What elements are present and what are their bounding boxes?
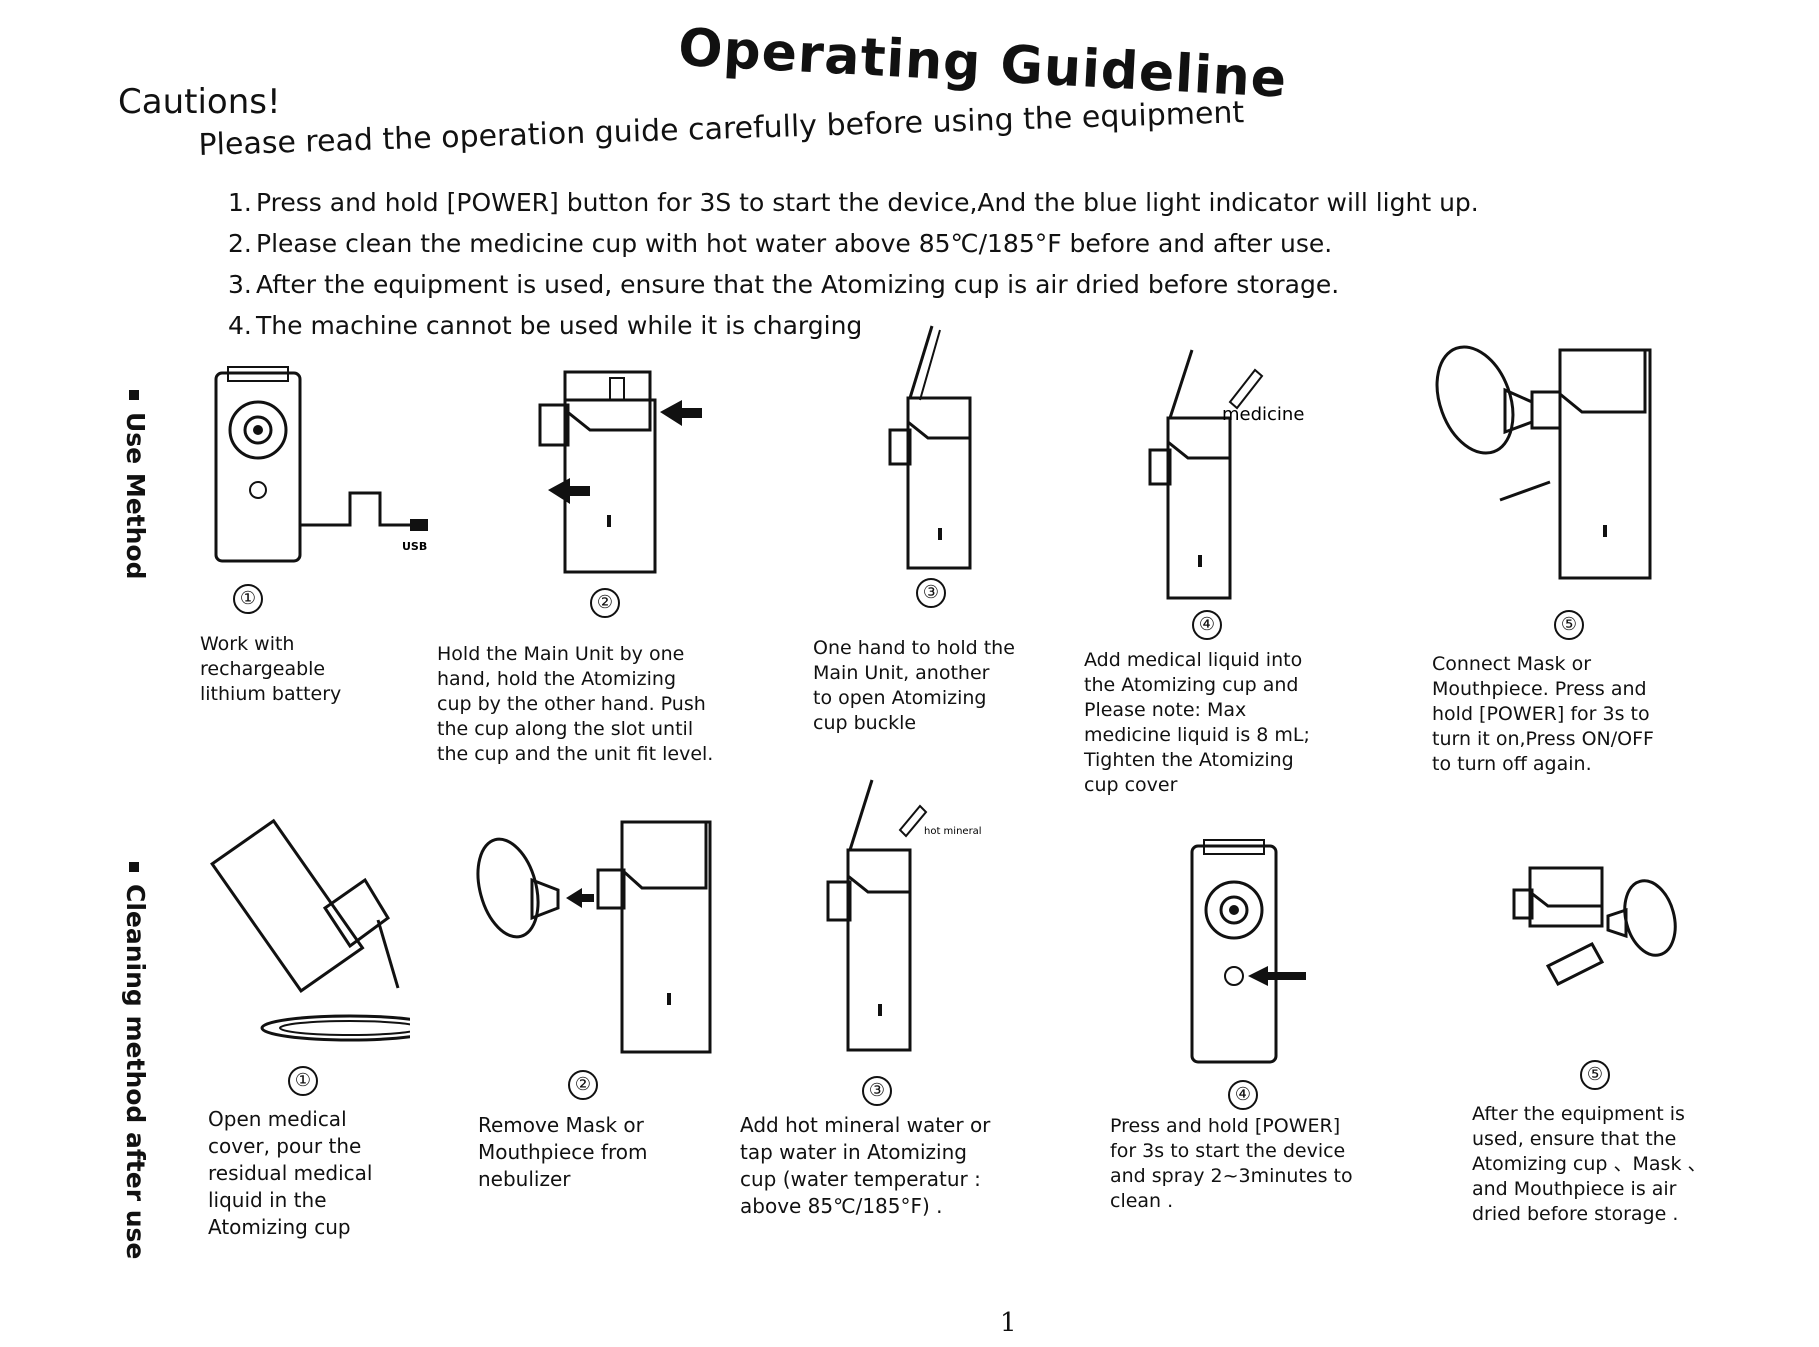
add-hot-water-illustration: hot mineral	[826, 779, 982, 1052]
assemble-cup-illustration	[538, 370, 702, 574]
svg-text:USB: USB	[402, 540, 427, 553]
clean-step-caption: Add hot mineral water or tap water in At…	[740, 1113, 991, 1218]
clean-step-number: ④	[1228, 1080, 1258, 1110]
section-label-clean: Cleaning method after use	[121, 862, 150, 1259]
caution-item: 3.After the equipment is used, ensure th…	[228, 270, 1340, 299]
use-step-caption: One hand to hold the Main Unit, another …	[813, 637, 1015, 734]
caution-item: 2.Please clean the medicine cup with hot…	[228, 229, 1333, 258]
remove-mask-illustration	[476, 820, 712, 1054]
device-usb-illustration: USB	[214, 366, 428, 563]
clean-step-caption: Remove Mask or Mouthpiece from nebulizer	[478, 1113, 648, 1191]
svg-text:medicine: medicine	[1222, 404, 1304, 425]
clean-step-number: ②	[568, 1070, 598, 1100]
clean-step-number: ⑤	[1580, 1060, 1610, 1090]
intro-text: Please read the operation guide carefull…	[198, 95, 1245, 163]
add-medicine-illustration: medicine	[1148, 349, 1304, 600]
use-step-caption: Connect Mask or Mouthpiece. Press and ho…	[1432, 653, 1654, 775]
cautions-heading: Cautions!	[118, 82, 281, 122]
dry-parts-illustration	[1512, 866, 1677, 986]
use-step-number: ①	[233, 584, 263, 614]
page-number: 1	[1000, 1308, 1017, 1338]
section-label-use: Use Method	[121, 390, 150, 580]
use-step-caption: Add medical liquid into the Atomizing cu…	[1084, 649, 1310, 796]
use-step-number: ②	[590, 588, 620, 618]
caution-item: 1.Press and hold [POWER] button for 3S t…	[228, 188, 1479, 217]
clean-step-caption: Press and hold [POWER] for 3s to start t…	[1110, 1115, 1353, 1212]
press-power-illustration	[1190, 839, 1306, 1064]
svg-text:hot mineral: hot mineral	[924, 826, 982, 837]
clean-step-number: ①	[288, 1066, 318, 1096]
caution-item: 4.The machine cannot be used while it is…	[228, 311, 863, 340]
pour-liquid-illustration	[210, 818, 410, 1042]
open-buckle-illustration	[888, 325, 972, 570]
clean-step-number: ③	[862, 1076, 892, 1106]
clean-step-caption: Open medical cover, pour the residual me…	[208, 1107, 373, 1239]
use-step-number: ⑤	[1554, 610, 1584, 640]
clean-step-caption: After the equipment is used, ensure that…	[1472, 1103, 1707, 1225]
connect-mask-illustration	[1435, 345, 1652, 580]
cautions-list: 1.Press and hold [POWER] button for 3S t…	[228, 182, 1479, 346]
use-step-caption: Work with rechargeable lithium battery	[200, 633, 342, 705]
use-step-number: ③	[916, 578, 946, 608]
use-step-number: ④	[1192, 610, 1222, 640]
use-step-caption: Hold the Main Unit by one hand, hold the…	[437, 643, 714, 765]
